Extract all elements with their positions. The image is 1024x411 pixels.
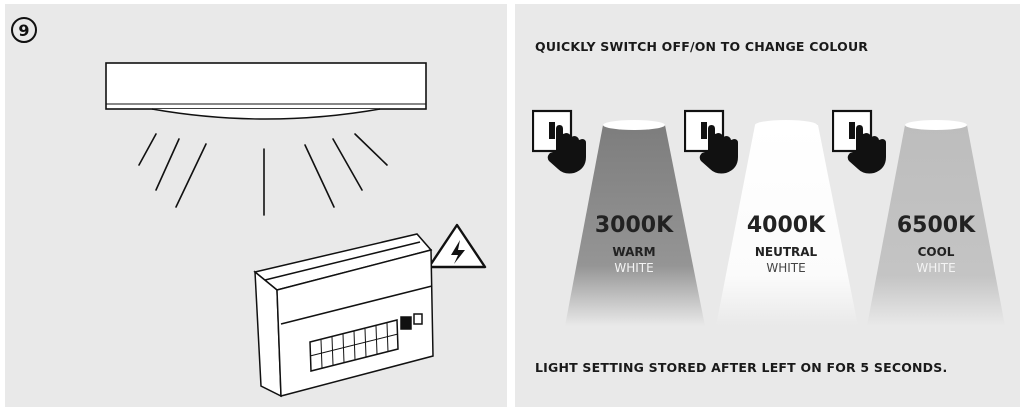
temperature-name: COOL [917, 245, 955, 259]
warm-lamp [603, 120, 665, 130]
temperature-sub: WHITE [766, 261, 806, 275]
colour-change-panel: QUICKLY SWITCH OFF/ON TO CHANGE COLOUR [515, 4, 1020, 407]
light-beams [565, 120, 1005, 326]
temperature-value: 3000K [594, 213, 674, 238]
instruction-title: QUICKLY SWITCH OFF/ON TO CHANGE COLOUR [535, 39, 869, 54]
temperature-value: 4000K [746, 213, 826, 238]
ceiling-light-icon [105, 62, 427, 120]
temperature-cool: 6500K COOL WHITE [866, 214, 1006, 276]
step-number: 9 [18, 20, 30, 40]
neutral-beam [716, 125, 858, 326]
instruction-footer: LIGHT SETTING STORED AFTER LEFT ON FOR 5… [535, 360, 948, 375]
temperature-name: NEUTRAL [754, 245, 818, 259]
cool-beam [867, 125, 1005, 326]
high-voltage-warning-icon [427, 223, 487, 269]
step-number-badge: 9 [11, 17, 37, 43]
left-illustration [105, 62, 487, 398]
temperature-warm: 3000K WARM WHITE [564, 214, 704, 276]
fuse-box-icon [253, 233, 434, 398]
temperature-neutral: 4000K NEUTRAL WHITE [716, 214, 856, 276]
step-9-panel: 9 [5, 4, 507, 407]
temperature-name: WARM [612, 245, 656, 259]
neutral-lamp [755, 120, 817, 130]
cool-lamp [905, 120, 967, 130]
light-switch-press-icon [684, 109, 738, 174]
temperature-sub: WHITE [614, 261, 654, 275]
warm-beam [565, 125, 705, 326]
light-switch-press-icon [532, 109, 586, 174]
temperature-value: 6500K [896, 213, 976, 238]
light-rays [138, 133, 388, 216]
temperature-sub: WHITE [916, 261, 956, 275]
light-switch-press-icon [832, 109, 886, 174]
